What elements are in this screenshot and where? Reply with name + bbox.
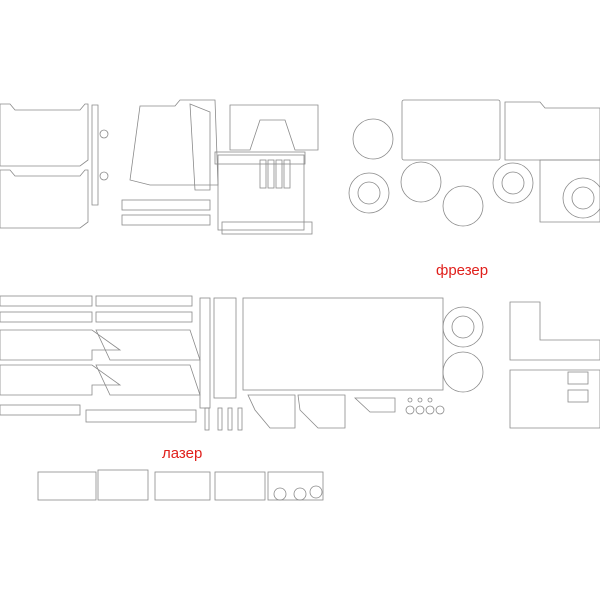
laser-parts xyxy=(0,295,445,431)
laser-label: лазер xyxy=(162,445,203,462)
layout-thumbnail xyxy=(37,469,324,501)
milling-label: фрезер xyxy=(436,262,489,279)
milling-parts xyxy=(0,99,600,429)
